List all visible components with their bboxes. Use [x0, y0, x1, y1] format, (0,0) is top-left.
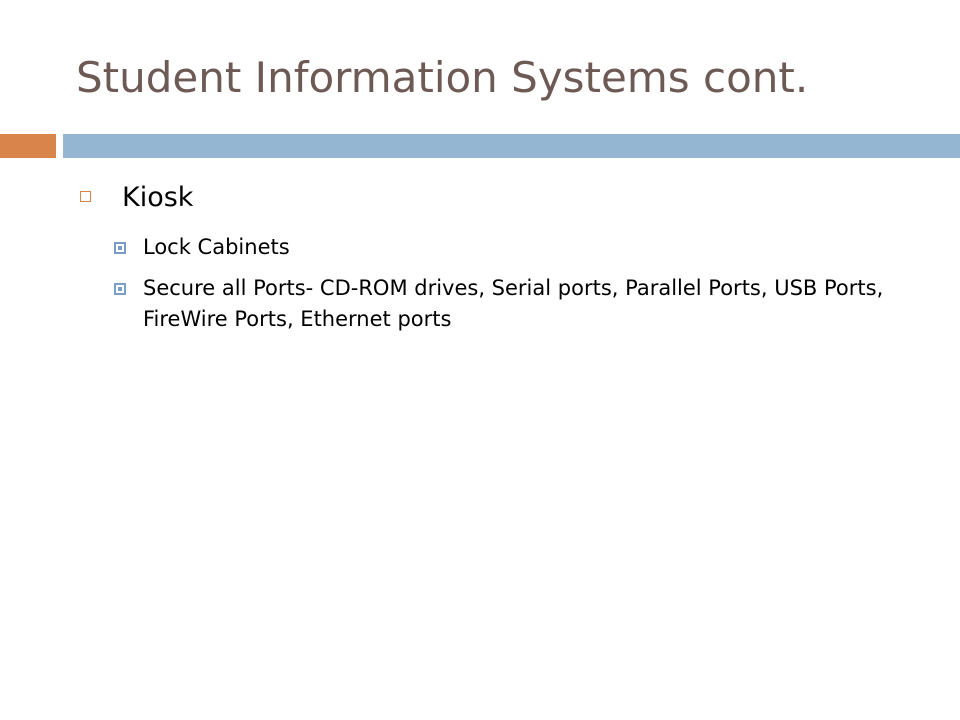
sub-bullet-text: Secure all Ports- CD-ROM drives, Serial …: [143, 276, 884, 331]
slide-title: Student Information Systems cont.: [76, 53, 809, 102]
slide-content: Kiosk Lock Cabinets Secure all Ports- CD…: [76, 178, 926, 335]
square-bullet-icon: [114, 283, 126, 295]
bullet-text: Kiosk: [122, 182, 194, 213]
bullet-kiosk: Kiosk: [76, 178, 926, 218]
accent-bar-blue: [63, 134, 960, 158]
hollow-square-bullet-icon: [80, 191, 91, 202]
sub-bullet-text: Lock Cabinets: [143, 235, 290, 259]
sub-bullet-secure-ports: Secure all Ports- CD-ROM drives, Serial …: [76, 273, 926, 335]
square-bullet-icon: [114, 242, 126, 254]
accent-bar-orange: [0, 134, 56, 158]
sub-bullet-lock-cabinets: Lock Cabinets: [76, 232, 926, 263]
